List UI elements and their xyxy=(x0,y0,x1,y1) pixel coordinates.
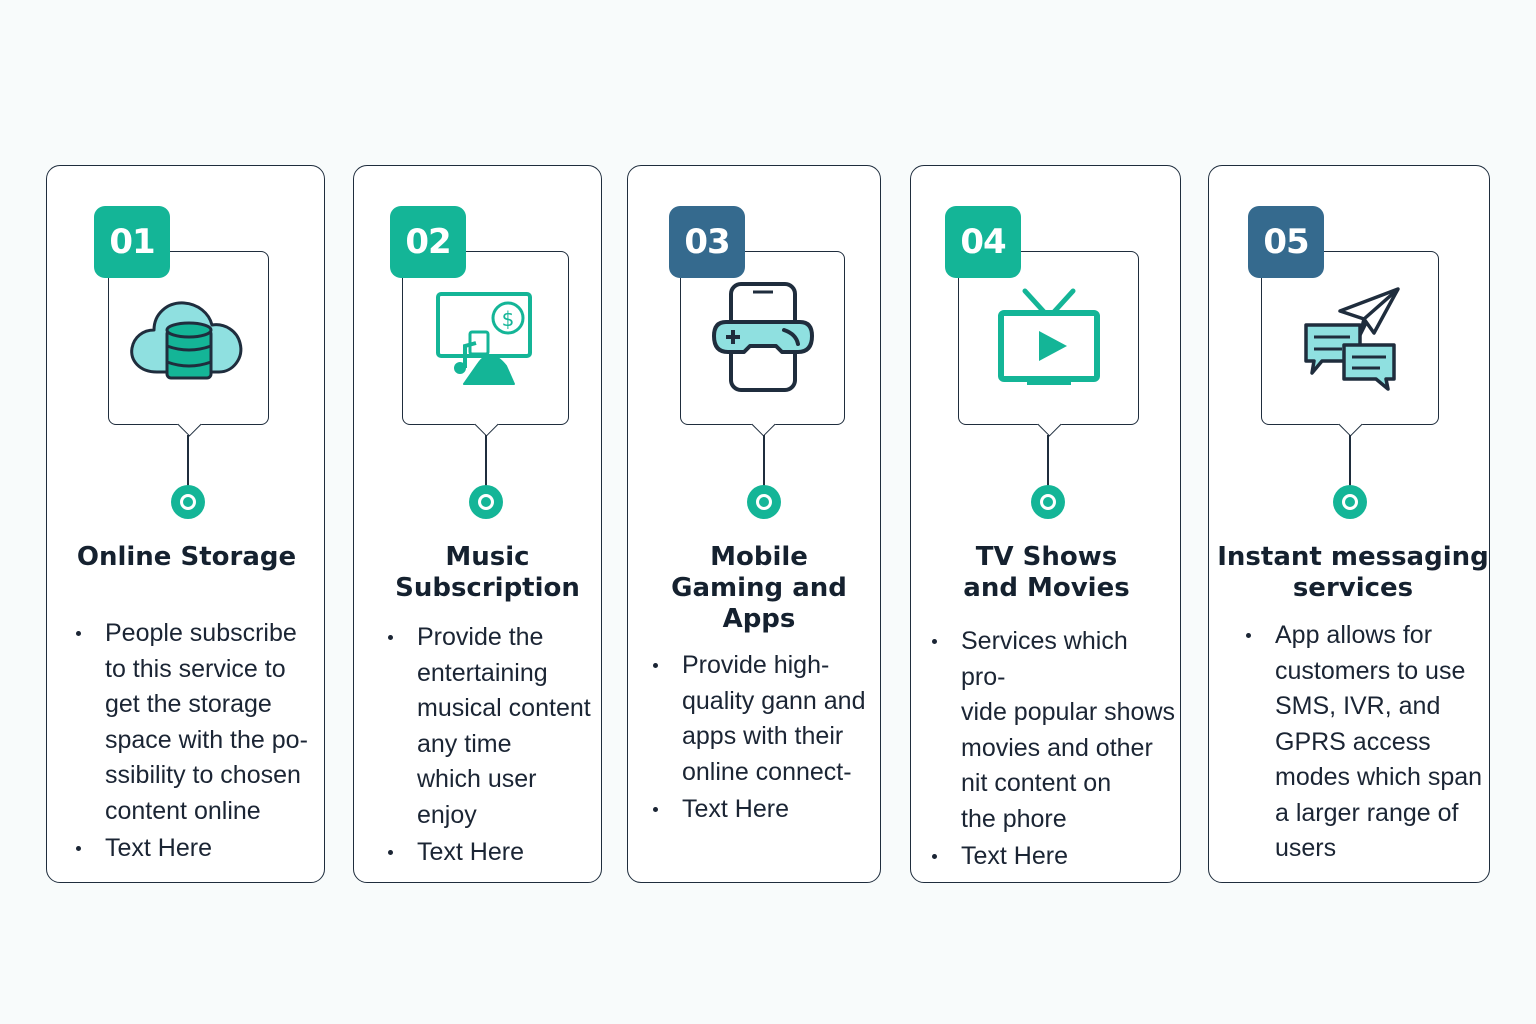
step-card-05: 05 Instant messaging services App allows… xyxy=(1208,165,1490,883)
bullet-list: People subscribe to this service to get … xyxy=(75,616,320,867)
bullet-item: Text Here xyxy=(387,835,602,871)
bullet-list: App allows for customers to use SMS, IVR… xyxy=(1245,618,1485,867)
icon-frame xyxy=(1261,251,1439,437)
icon-frame xyxy=(680,251,845,437)
step-number-badge: 03 xyxy=(669,206,745,278)
icon-frame: $ xyxy=(402,251,569,437)
icon-frame xyxy=(108,251,269,437)
bullet-item: Provide high- quality gann and apps with… xyxy=(652,648,878,790)
step-card-02: $ 02 Music Subscription Provide the ente… xyxy=(353,165,602,883)
step-title: Instant messaging services xyxy=(1217,542,1489,603)
mobile-gamepad-icon xyxy=(711,282,814,392)
step-card-01: 01 Online Storage People subscribe to th… xyxy=(46,165,325,883)
step-title: Music Subscription xyxy=(395,542,580,603)
bullet-item: Services which pro- vide popular shows m… xyxy=(931,624,1179,837)
connector-node xyxy=(1031,485,1065,519)
step-number-badge: 01 xyxy=(94,206,170,278)
bullet-item: People subscribe to this service to get … xyxy=(75,616,320,829)
bullet-item: Text Here xyxy=(652,792,878,828)
step-number-badge: 04 xyxy=(945,206,1021,278)
bullet-list: Provide high- quality gann and apps with… xyxy=(652,648,878,828)
connector-node xyxy=(469,485,503,519)
step-title: TV Shows and Movies xyxy=(963,542,1130,603)
bullet-list: Services which pro- vide popular shows m… xyxy=(931,624,1179,875)
chat-paper-plane-icon xyxy=(1304,287,1400,391)
step-title: Mobile Gaming and Apps xyxy=(671,542,847,634)
cloud-database-icon xyxy=(129,301,242,380)
step-number-badge: 05 xyxy=(1248,206,1324,278)
svg-text:$: $ xyxy=(501,307,514,331)
bullet-item: Provide the entertaining musical content… xyxy=(387,620,602,833)
step-number-badge: 02 xyxy=(390,206,466,278)
step-card-04: 04 TV Shows and Movies Services which pr… xyxy=(910,165,1181,883)
connector-node xyxy=(1333,485,1367,519)
step-card-03: 03 Mobile Gaming and Apps Provide high- … xyxy=(627,165,881,883)
icon-frame xyxy=(958,251,1139,437)
bullet-item: Text Here xyxy=(75,831,320,867)
tv-play-icon xyxy=(997,288,1100,385)
music-subscription-monitor-icon: $ xyxy=(435,292,532,385)
bullet-list: Provide the entertaining musical content… xyxy=(387,620,602,871)
connector-node xyxy=(171,485,205,519)
connector-node xyxy=(747,485,781,519)
bullet-item: App allows for customers to use SMS, IVR… xyxy=(1245,618,1485,867)
step-title: Online Storage xyxy=(76,542,297,572)
bullet-item: Text Here xyxy=(931,839,1179,875)
